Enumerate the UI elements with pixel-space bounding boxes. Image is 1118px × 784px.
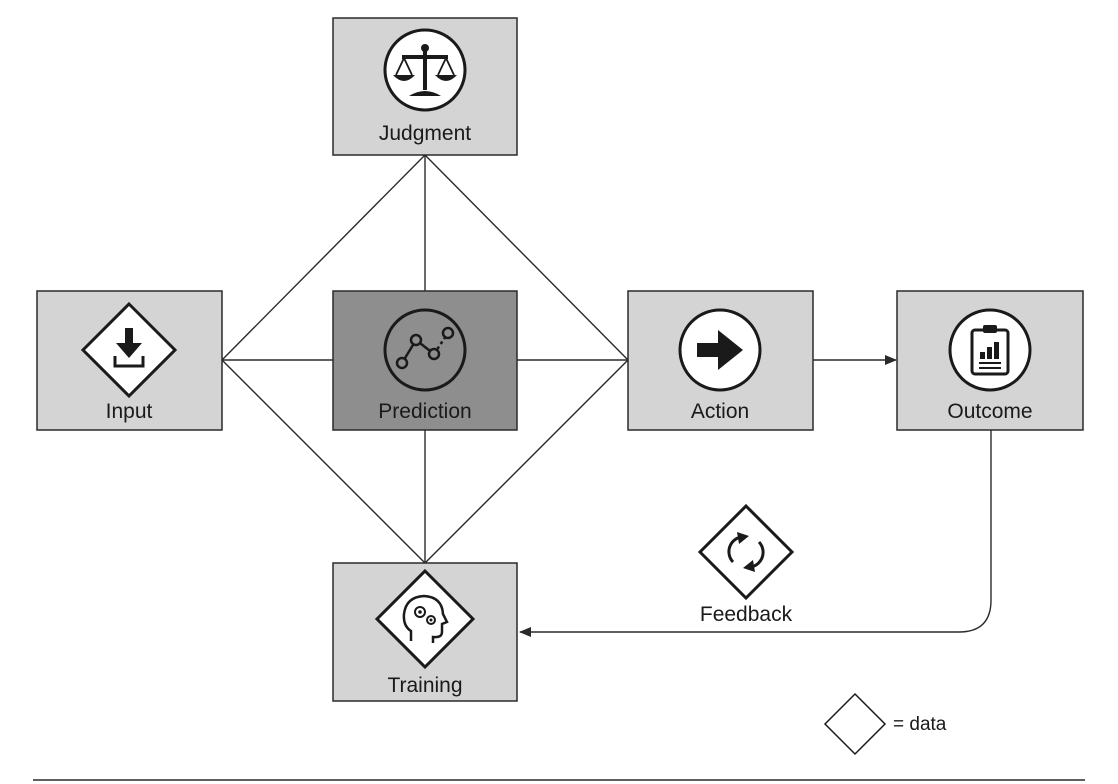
scales-icon — [383, 28, 467, 112]
input-label: Input — [106, 400, 153, 423]
feedback-label: Feedback — [700, 603, 793, 626]
line-input-judgment — [221, 154, 426, 361]
trend-line-icon — [383, 308, 467, 392]
legend: = data — [823, 692, 947, 756]
training-node: Training — [332, 562, 518, 702]
feedback-node: Feedback — [697, 503, 795, 626]
legend-diamond-icon — [823, 692, 887, 756]
judgment-label: Judgment — [379, 122, 471, 145]
outcome-label: Outcome — [947, 400, 1032, 423]
prediction-node: Prediction — [332, 290, 518, 431]
arrow-outcome-training — [519, 430, 992, 637]
prediction-label: Prediction — [378, 400, 471, 423]
action-node: Action — [627, 290, 814, 431]
line-training-action — [424, 359, 629, 564]
data-diamond — [374, 568, 476, 670]
prediction-box — [332, 290, 518, 431]
head-gears-diamond-icon — [374, 568, 476, 670]
download-arrow-diamond-icon — [80, 301, 178, 399]
input-node: Input — [36, 290, 223, 431]
judgment-node: Judgment — [332, 17, 518, 156]
training-label: Training — [387, 674, 462, 697]
right-arrow-icon — [678, 308, 762, 392]
legend-label: = data — [893, 714, 947, 735]
refresh-cycle-diamond-icon — [697, 503, 795, 601]
outcome-node: Outcome — [896, 290, 1084, 431]
line-input-training — [221, 359, 426, 564]
line-judgment-action — [424, 154, 629, 361]
clipboard-chart-icon — [948, 308, 1032, 392]
action-label: Action — [691, 400, 749, 423]
data-diamond — [697, 503, 795, 601]
